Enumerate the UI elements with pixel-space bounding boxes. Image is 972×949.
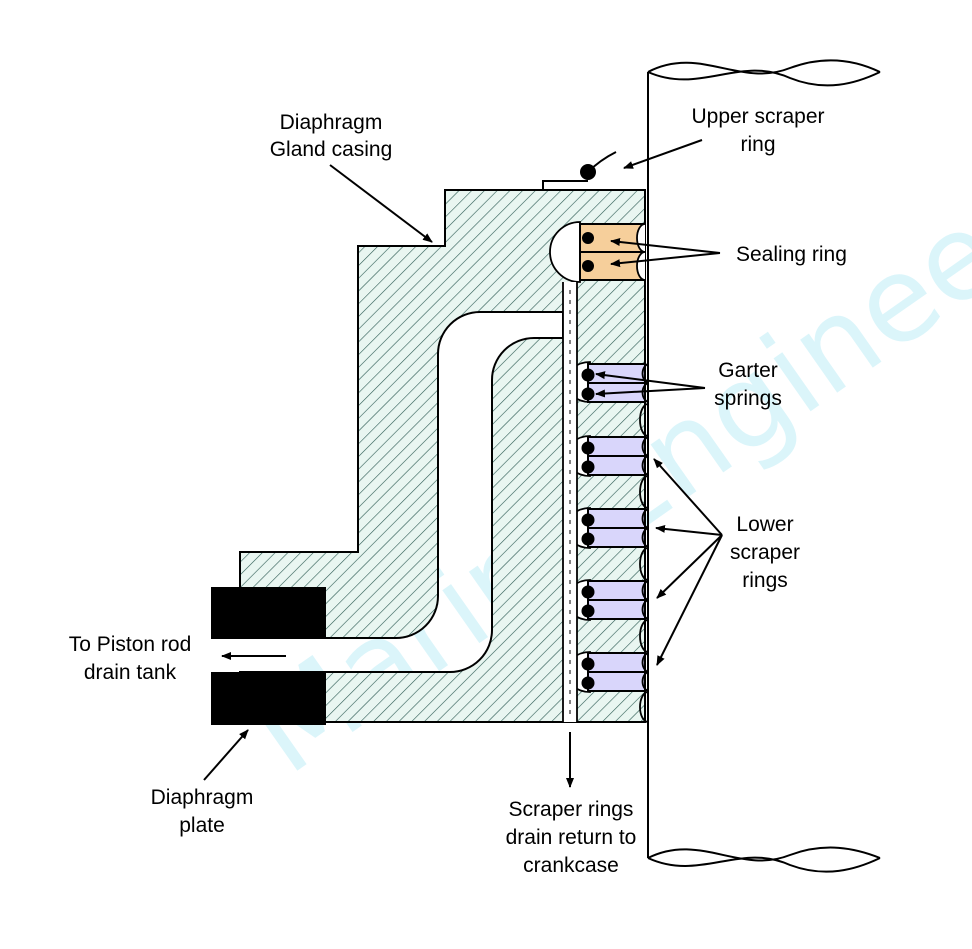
scraper-rings [581, 363, 646, 692]
label-line: ring [740, 133, 775, 156]
label-upper-scraper-ring: Upper scraper ring [691, 105, 824, 156]
scraper-ring-1 [581, 363, 646, 403]
scraper-ring-2 [581, 436, 646, 476]
label-line: Upper scraper [691, 105, 824, 128]
label-line: Lower [736, 513, 793, 536]
sealing-ring [579, 223, 646, 281]
label-line: Garter [718, 359, 778, 382]
label-line: scraper [730, 541, 800, 564]
label-line: Gland casing [270, 138, 393, 161]
label-scraper-rings-drain: Scraper rings drain return to crankcase [506, 798, 637, 877]
label-line: rings [742, 569, 788, 592]
rod-scallops [639, 363, 649, 723]
label-line: Diaphragm [151, 786, 254, 809]
piston-rod [647, 59, 881, 873]
label-lower-scraper-rings: Lower scraper rings [730, 513, 800, 592]
label-line: Scraper rings [509, 798, 634, 821]
label-line: Sealing ring [736, 243, 847, 266]
label-line: To Piston rod [69, 633, 192, 656]
label-line: Diaphragm [280, 111, 383, 134]
upper-scraper-ring [542, 151, 617, 190]
label-line: crankcase [523, 854, 619, 877]
scraper-ring-5 [581, 652, 646, 692]
diaphragm-plate [211, 587, 326, 725]
drain-channel [562, 282, 578, 722]
label-line: drain return to [506, 826, 637, 849]
label-line: drain tank [84, 661, 177, 684]
label-garter-springs: Garter springs [714, 359, 782, 410]
label-line: plate [179, 814, 225, 837]
leaders [203, 139, 723, 788]
label-diaphragm-gland-casing: Diaphragm Gland casing [270, 111, 393, 161]
label-line: springs [714, 387, 782, 410]
label-diaphragm-plate: Diaphragm plate [151, 786, 254, 837]
label-sealing-ring: Sealing ring [736, 243, 847, 266]
scraper-ring-3 [581, 508, 646, 548]
scraper-ring-4 [581, 580, 646, 620]
label-to-piston-rod-drain-tank: To Piston rod drain tank [69, 633, 192, 684]
